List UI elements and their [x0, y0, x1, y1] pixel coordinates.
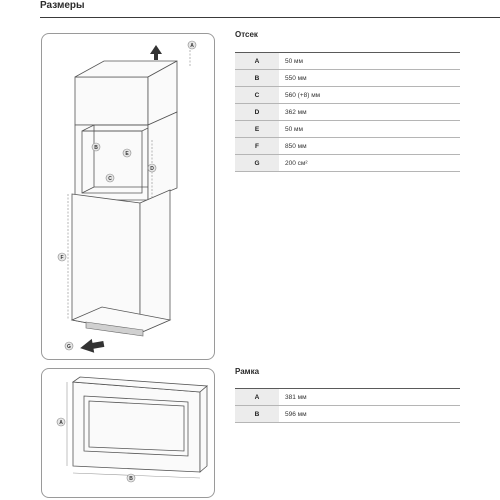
spec-key: A — [235, 388, 279, 406]
compartment-label: Отсек — [235, 30, 258, 39]
cabinet-drawing — [67, 45, 191, 353]
marker-B-top: B — [91, 142, 101, 152]
spec-key: B — [235, 405, 279, 423]
spec-value: 362 мм — [279, 103, 460, 121]
spec-value: 596 мм — [279, 405, 460, 423]
svg-text:F: F — [60, 255, 63, 261]
svg-text:E: E — [125, 151, 129, 157]
spec-key: A — [235, 52, 279, 70]
marker-A-top: A — [187, 40, 197, 50]
spec-value: 850 мм — [279, 137, 460, 155]
svg-text:D: D — [150, 166, 154, 172]
svg-text:B: B — [94, 145, 98, 151]
spec-value: 50 мм — [279, 52, 460, 70]
marker-F-top: F — [57, 252, 67, 262]
svg-text:G: G — [67, 344, 71, 350]
spec-key: B — [235, 69, 279, 87]
spec-value: 50 мм — [279, 120, 460, 138]
frame-drawing — [66, 376, 208, 479]
spec-key: G — [235, 154, 279, 172]
spec-key: C — [235, 86, 279, 104]
spec-key: F — [235, 137, 279, 155]
marker-B-bottom: B — [126, 473, 136, 483]
spec-value: 200 см² — [279, 154, 460, 172]
marker-C-top: C — [105, 173, 115, 183]
title-divider — [40, 17, 500, 18]
page-title: Размеры — [40, 0, 85, 11]
spec-value: 381 мм — [279, 388, 460, 406]
marker-A-bottom: A — [56, 417, 66, 427]
marker-E-top: E — [122, 148, 132, 158]
frame-label: Рамка — [235, 367, 260, 376]
spec-value: 550 мм — [279, 69, 460, 87]
spec-key: E — [235, 120, 279, 138]
spec-value: 560 (+8) мм — [279, 86, 460, 104]
svg-text:C: C — [108, 176, 112, 182]
marker-D-top: D — [147, 163, 157, 173]
svg-text:A: A — [59, 420, 63, 426]
spec-key: D — [235, 103, 279, 121]
marker-G-top: G — [64, 341, 74, 351]
svg-text:A: A — [190, 43, 194, 49]
svg-text:B: B — [129, 476, 133, 482]
